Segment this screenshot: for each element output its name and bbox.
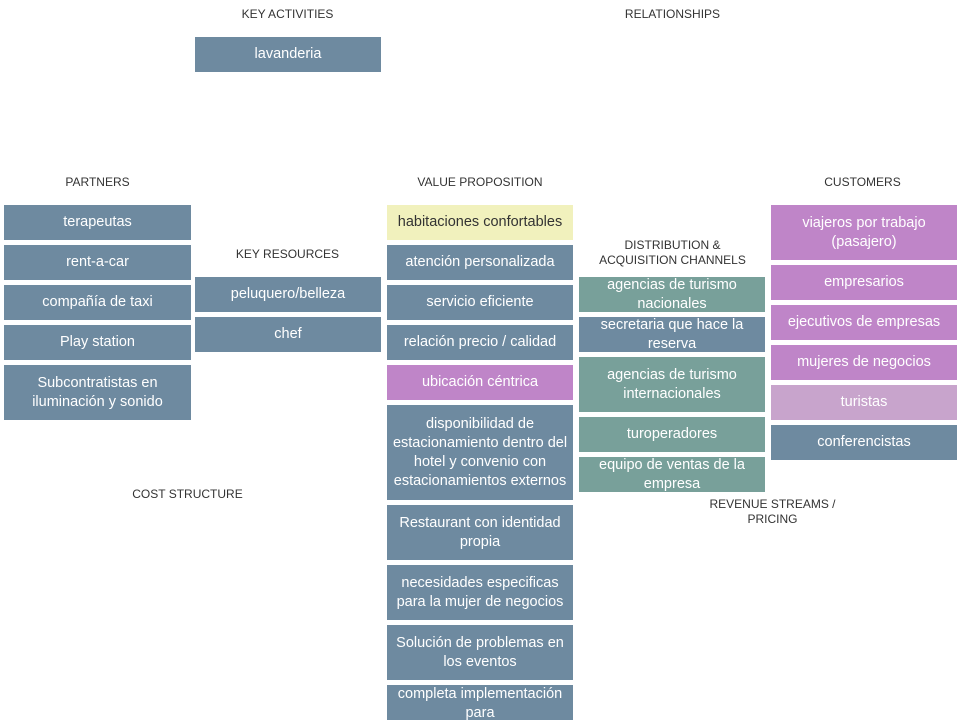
partner-terapeutas: terapeutas	[4, 205, 191, 240]
customer-conferencistas: conferencistas	[771, 425, 957, 460]
key-resource-peluquero: peluquero/belleza	[195, 277, 381, 312]
partner-subcontratistas: Subcontratistas en iluminación y sonido	[4, 365, 191, 420]
header-customers: CUSTOMERS	[824, 175, 901, 189]
channel-turoperadores: turoperadores	[579, 417, 765, 452]
header-key-resources: KEY RESOURCES	[235, 247, 340, 261]
header-distribution-line2: ACQUISITION CHANNELS	[599, 253, 746, 267]
customer-turistas: turistas	[771, 385, 957, 420]
header-revenue-line2: PRICING	[747, 512, 798, 526]
channel-agencias-internacionales: agencias de turismo internacionales	[579, 357, 765, 412]
header-partners: PARTNERS	[65, 175, 130, 189]
channel-equipo-ventas: equipo de ventas de la empresa	[579, 457, 765, 492]
header-cost-structure: COST STRUCTURE	[132, 487, 243, 501]
value-restaurant: Restaurant con identidad propia	[387, 505, 573, 560]
channel-agencias-nacionales: agencias de turismo nacionales	[579, 277, 765, 312]
value-mujer-de-negocios: necesidades especificas para la mujer de…	[387, 565, 573, 620]
channel-secretaria: secretaria que hace la reserva	[579, 317, 765, 352]
value-solucion-problemas: Solución de problemas en los eventos	[387, 625, 573, 680]
value-servicio-eficiente: servicio eficiente	[387, 285, 573, 320]
partner-rent-a-car: rent-a-car	[4, 245, 191, 280]
key-activity-lavanderia: lavanderia	[195, 37, 381, 72]
partner-play-station: Play station	[4, 325, 191, 360]
partner-compania-de-taxi: compañía de taxi	[4, 285, 191, 320]
header-revenue-streams: REVENUE STREAMS / PRICING	[680, 497, 865, 527]
value-habitaciones-confortables: habitaciones confortables	[387, 205, 573, 240]
header-key-activities: KEY ACTIVITIES	[241, 7, 334, 21]
value-disponibilidad-estacionamiento: disponibilidad de estacionamiento dentro…	[387, 405, 573, 500]
value-atencion-personalizada: atención personalizada	[387, 245, 573, 280]
customer-ejecutivos: ejecutivos de empresas	[771, 305, 957, 340]
key-resource-chef: chef	[195, 317, 381, 352]
header-revenue-line1: REVENUE STREAMS /	[709, 497, 836, 511]
value-relacion-precio-calidad: relación precio / calidad	[387, 325, 573, 360]
customer-viajeros: viajeros por trabajo (pasajero)	[771, 205, 957, 260]
value-completa-implementacion: completa implementación para	[387, 685, 573, 720]
header-value-proposition: VALUE PROPOSITION	[417, 175, 543, 189]
customer-empresarios: empresarios	[771, 265, 957, 300]
value-ubicacion-centrica: ubicación céntrica	[387, 365, 573, 400]
header-relationships: RELATIONSHIPS	[624, 7, 721, 21]
header-distribution-line1: DISTRIBUTION &	[624, 238, 721, 252]
customer-mujeres-de-negocios: mujeres de negocios	[771, 345, 957, 380]
header-distribution-channels: DISTRIBUTION & ACQUISITION CHANNELS	[580, 238, 765, 268]
